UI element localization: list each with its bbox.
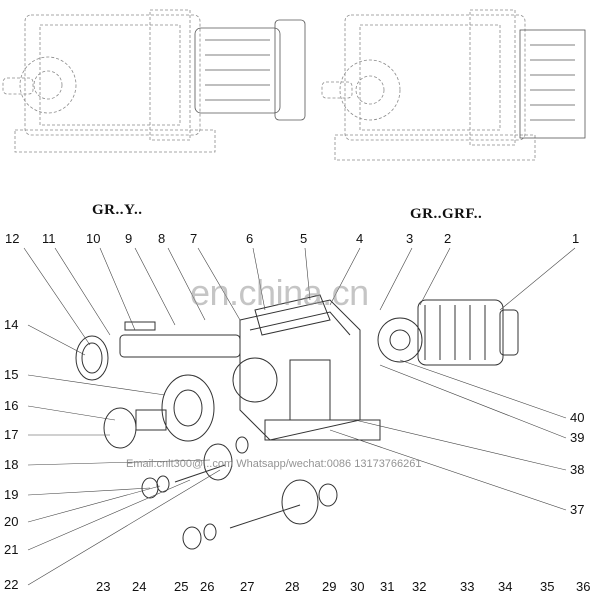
caption-gr-grf: GR..GRF.. <box>410 206 483 222</box>
part-number-14: 14 <box>4 317 19 332</box>
part-number-1: 1 <box>572 231 580 246</box>
part-number-5: 5 <box>300 231 308 246</box>
caption-gr-y: GR..Y.. <box>92 202 143 218</box>
part-number-31: 31 <box>380 579 395 594</box>
gearbox-y-illustration <box>2 9 306 153</box>
motor-part <box>377 299 519 366</box>
part-number-19: 19 <box>4 487 19 502</box>
part-number-2: 2 <box>444 231 452 246</box>
part-number-8: 8 <box>158 231 166 246</box>
part-number-38: 38 <box>570 462 585 477</box>
part-number-17: 17 <box>4 427 19 442</box>
part-number-18: 18 <box>4 457 19 472</box>
watermark-contact: Email:cnlt300@...com Whatsapp/wechat:008… <box>126 458 422 470</box>
part-number-27: 27 <box>240 579 255 594</box>
part-number-6: 6 <box>246 231 254 246</box>
part-number-40: 40 <box>570 410 585 425</box>
part-number-39: 39 <box>570 430 585 445</box>
part-number-3: 3 <box>406 231 414 246</box>
intermediate-gears-part <box>141 436 338 550</box>
part-number-11: 11 <box>42 231 56 246</box>
part-number-9: 9 <box>125 231 133 246</box>
part-number-34: 34 <box>498 579 513 594</box>
part-number-24: 24 <box>132 579 147 594</box>
part-number-7: 7 <box>190 231 198 246</box>
large-gear-part <box>103 374 215 449</box>
part-number-37: 37 <box>570 502 585 517</box>
part-number-15: 15 <box>4 367 19 382</box>
part-number-32: 32 <box>412 579 427 594</box>
part-number-23: 23 <box>96 579 111 594</box>
part-number-22: 22 <box>4 577 19 592</box>
watermark-logo: en.china.cn <box>190 272 369 313</box>
part-number-10: 10 <box>86 231 101 246</box>
part-number-29: 29 <box>322 579 337 594</box>
part-number-26: 26 <box>200 579 215 594</box>
part-number-25: 25 <box>174 579 189 594</box>
gear-housing-part <box>232 294 381 441</box>
gearbox-grf-illustration <box>321 9 586 161</box>
part-number-16: 16 <box>4 398 19 413</box>
part-number-36: 36 <box>576 579 591 594</box>
part-number-21: 21 <box>4 542 19 557</box>
exploded-view <box>75 294 519 550</box>
part-number-4: 4 <box>356 231 364 246</box>
part-number-20: 20 <box>4 514 19 529</box>
part-number-33: 33 <box>460 579 475 594</box>
part-number-30: 30 <box>350 579 365 594</box>
seal-part <box>75 335 109 381</box>
part-number-12: 12 <box>5 231 20 246</box>
part-number-28: 28 <box>285 579 300 594</box>
output-shaft-part <box>119 321 241 358</box>
leader-lines <box>23 247 576 586</box>
part-number-35: 35 <box>540 579 555 594</box>
